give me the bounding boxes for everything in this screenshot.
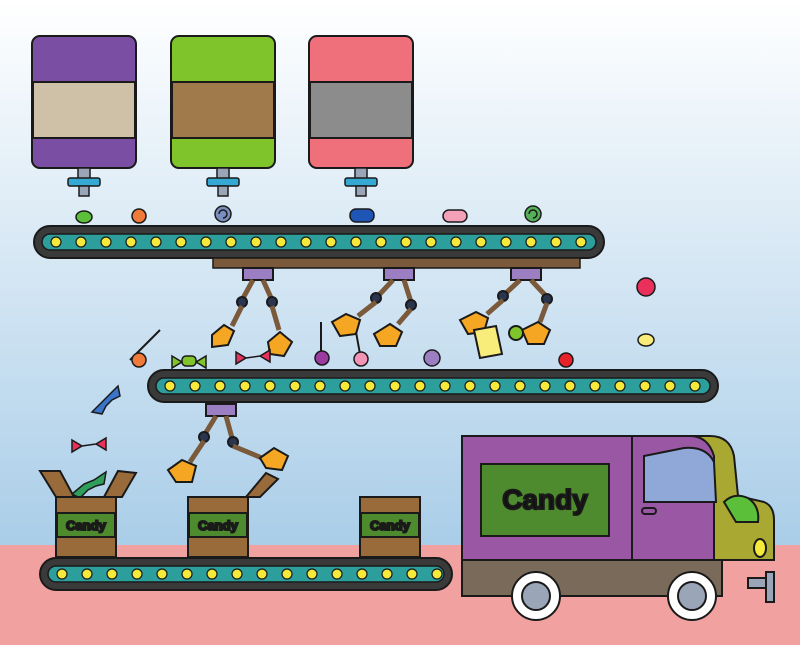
belt-roller (339, 380, 351, 392)
belt-surface (41, 233, 597, 251)
belt-roller (225, 236, 237, 248)
belt-roller (664, 380, 676, 392)
belt-roller (539, 380, 551, 392)
robot-arm-2 (330, 267, 417, 347)
belt-roller (300, 236, 312, 248)
belt-roller (75, 236, 87, 248)
box-2-label: Candy (198, 518, 239, 533)
belt-roller (81, 568, 93, 580)
falling-candies (70, 384, 121, 499)
belt-roller (406, 568, 418, 580)
belt-roller (56, 568, 68, 580)
belt-roller (350, 236, 362, 248)
belt-roller (306, 568, 318, 580)
belt-roller (181, 568, 193, 580)
belt-roller (364, 380, 376, 392)
belt-roller (425, 236, 437, 248)
belt-roller (156, 568, 168, 580)
hopper-green (170, 35, 276, 197)
belt-roller (381, 568, 393, 580)
belt-roller (500, 236, 512, 248)
belt-roller (614, 380, 626, 392)
belt-roller (125, 236, 137, 248)
belt-roller (281, 568, 293, 580)
belt-roller (131, 568, 143, 580)
belt-roller (314, 380, 326, 392)
conveyor-belt-top (33, 225, 605, 259)
belt-roller (431, 568, 443, 580)
top-belt-underside (212, 257, 581, 269)
belt-roller (489, 380, 501, 392)
robot-arm-3 (458, 267, 553, 360)
hopper-purple (31, 35, 137, 197)
belt-roller (439, 380, 451, 392)
truck-sign (480, 463, 610, 537)
belt-roller (550, 236, 562, 248)
belt-roller (100, 236, 112, 248)
box-1-label: Candy (66, 518, 107, 533)
belt-roller (264, 380, 276, 392)
robot-arm-1 (211, 267, 294, 358)
conveyor-belt-bottom (39, 557, 453, 591)
belt-roller (689, 380, 701, 392)
box-2: Candy (187, 471, 280, 558)
box-3: Candy (359, 496, 421, 558)
belt-roller (514, 380, 526, 392)
box-3-label: Candy (370, 518, 411, 533)
belt-roller (375, 236, 387, 248)
belt-roller (331, 568, 343, 580)
belt-roller (189, 380, 201, 392)
belt-roller (239, 380, 251, 392)
belt-roller (450, 236, 462, 248)
belt-roller (575, 236, 587, 248)
delivery-truck: Candy (461, 435, 775, 621)
belt-roller (106, 568, 118, 580)
conveyor-belt-middle (147, 369, 719, 403)
belt-roller (639, 380, 651, 392)
hopper-red (308, 35, 414, 197)
belt-roller (175, 236, 187, 248)
belt-surface (155, 377, 711, 395)
belt-roller (256, 568, 268, 580)
belt-roller (50, 236, 62, 248)
belt-roller (150, 236, 162, 248)
truck-headlight (753, 538, 767, 558)
belt-roller (231, 568, 243, 580)
belt-roller (464, 380, 476, 392)
belt-roller (164, 380, 176, 392)
belt-roller (206, 568, 218, 580)
truck-window (643, 446, 718, 503)
belt-roller (400, 236, 412, 248)
truck-sign-text: Candy (502, 484, 588, 515)
belt-surface (47, 565, 445, 583)
belt-roller (589, 380, 601, 392)
middle-belt-candies (129, 277, 656, 370)
belt-roller (289, 380, 301, 392)
belt-roller (250, 236, 262, 248)
belt-roller (214, 380, 226, 392)
belt-roller (275, 236, 287, 248)
belt-roller (325, 236, 337, 248)
belt-roller (525, 236, 537, 248)
belt-roller (414, 380, 426, 392)
box-1: Candy (38, 469, 138, 558)
belt-roller (564, 380, 576, 392)
belt-roller (356, 568, 368, 580)
top-belt-candies (75, 205, 542, 224)
belt-roller (389, 380, 401, 392)
robot-arm-4 (166, 403, 290, 483)
belt-roller (475, 236, 487, 248)
belt-roller (200, 236, 212, 248)
